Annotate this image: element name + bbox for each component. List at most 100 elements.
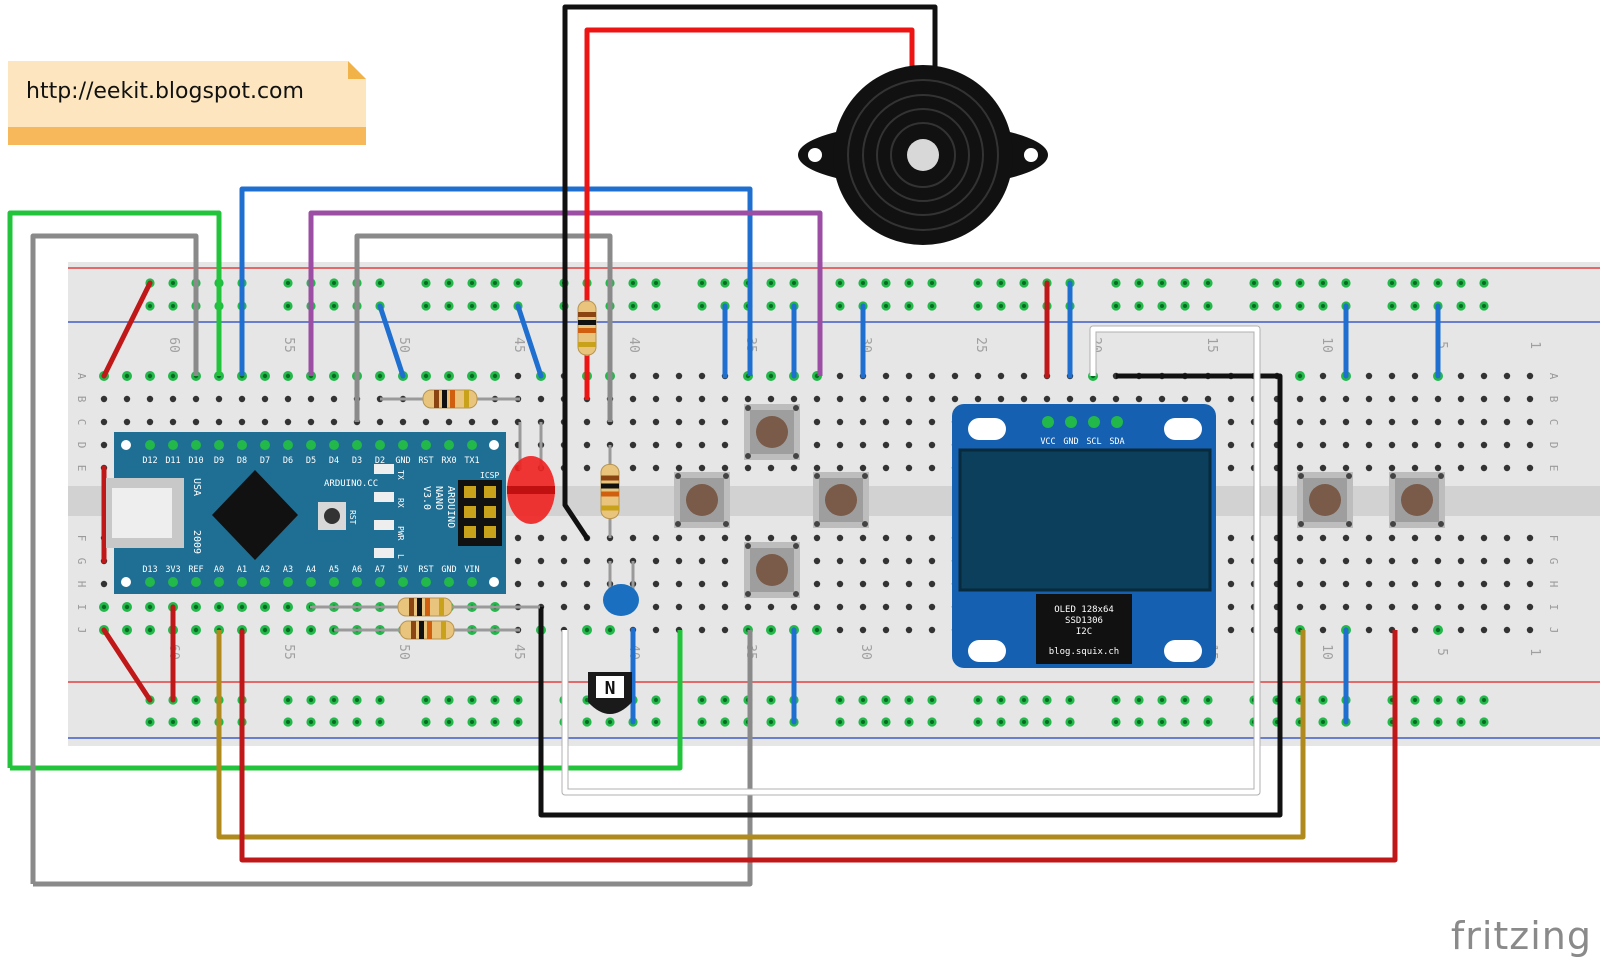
nano-top-pin-label: D3 [352, 456, 362, 466]
push-button-down [744, 542, 800, 598]
note-url[interactable]: http://eekit.blogspot.com [26, 79, 304, 104]
wire [538, 373, 1283, 818]
nano-top-pin-label: D2 [375, 456, 385, 466]
nano-top-pin-label: D4 [329, 456, 339, 466]
oled-site-label: blog.squix.ch [1049, 647, 1119, 657]
nano-top-pin-label: D6 [283, 456, 293, 466]
wire [562, 326, 1260, 795]
row-letter-right: J [1547, 627, 1560, 634]
nano-bottom-pin-label: A2 [260, 565, 270, 575]
wire [584, 27, 915, 400]
row-letter-left: A [75, 373, 88, 380]
column-number-top: 25 [973, 337, 988, 353]
wires [7, 4, 1398, 887]
push-button-6 [1389, 472, 1445, 528]
column-number-top: 10 [1319, 337, 1334, 353]
npn-transistor: N [588, 672, 632, 714]
wire [562, 4, 938, 505]
resistor-4 [600, 445, 620, 538]
nano-led-label: RX [396, 498, 405, 508]
row-letter-left: I [75, 604, 88, 611]
row-letter-left: H [75, 581, 88, 588]
row-letter-right: F [1547, 535, 1560, 542]
red-led [507, 422, 555, 524]
wire [10, 630, 683, 771]
wire [354, 233, 613, 422]
row-letter-right: A [1547, 373, 1560, 380]
resistor-1 [380, 389, 520, 409]
nano-usa-label: USA [191, 478, 202, 496]
push-button-5 [1297, 472, 1353, 528]
row-letter-right: D [1547, 442, 1560, 449]
microcontroller-chip [212, 470, 298, 560]
row-letter-left: D [75, 442, 88, 449]
nano-top-pin-label: D7 [260, 456, 270, 466]
nano-top-pin-label: GND [395, 456, 410, 466]
row-letter-left: J [75, 627, 88, 634]
nano-top-pin-label: D9 [214, 456, 224, 466]
row-letter-left: G [75, 558, 88, 565]
column-number-top: 1 [1527, 341, 1542, 349]
wire [216, 630, 1306, 840]
nano-site-label: ARDUINO.CC [324, 479, 378, 489]
resistor-2 [310, 597, 540, 617]
column-number-bottom: 50 [396, 644, 411, 660]
column-number-top: 15 [1204, 337, 1219, 353]
nano-top-pin-label: TX1 [464, 456, 479, 466]
column-number-top: 55 [281, 337, 296, 353]
nano-bottom-pin-label: RST [418, 565, 433, 575]
row-letter-right: I [1547, 604, 1560, 611]
row-letter-right: B [1547, 396, 1560, 403]
row-letter-right: G [1547, 558, 1560, 565]
nano-top-pin-label: D5 [306, 456, 316, 466]
piezo-buzzer [798, 65, 1048, 245]
column-number-top: 60 [166, 337, 181, 353]
nano-top-pin-label: D8 [237, 456, 247, 466]
oled-pin-label: VCC [1040, 437, 1055, 447]
push-button-right [813, 472, 869, 528]
nano-bottom-pin-label: A5 [329, 565, 339, 575]
column-number-top: 50 [396, 337, 411, 353]
nano-top-pin-label: D10 [188, 456, 203, 466]
row-letter-left: B [75, 396, 88, 403]
nano-rst-label: RST [348, 510, 357, 525]
transistor-label: N [605, 678, 616, 699]
row-letter-left: E [75, 465, 88, 472]
oled-info-line: SSD1306 [1065, 616, 1103, 626]
nano-bottom-pin-label: A4 [306, 565, 316, 575]
nano-bottom-pin-label: D13 [142, 565, 157, 575]
nano-year-label: 2009 [191, 530, 202, 554]
row-letter-left: F [75, 535, 88, 542]
column-number-bottom: 45 [511, 644, 526, 660]
column-number-top: 5 [1434, 341, 1449, 349]
wire [239, 186, 753, 376]
oled-pin-label: GND [1063, 437, 1078, 447]
nano-bottom-pin-label: VIN [464, 565, 479, 575]
nano-icsp-label: ICSP [480, 471, 499, 480]
column-number-bottom: 10 [1319, 644, 1334, 660]
board-jumpers [101, 280, 1441, 725]
nano-bottom-pin-label: A3 [283, 565, 293, 575]
nano-bottom-pin-label: A1 [237, 565, 247, 575]
column-number-top: 40 [626, 337, 641, 353]
nano-bottom-pin-label: A0 [214, 565, 224, 575]
nano-top-pin-label: RX0 [441, 456, 456, 466]
wire [7, 210, 222, 768]
wire [239, 630, 1398, 863]
fritzing-logo: fritzing [1450, 914, 1592, 958]
nano-label: V3.0 [421, 486, 432, 510]
url-note: http://eekit.blogspot.com [8, 61, 366, 145]
nano-bottom-pin-label: 5V [398, 565, 408, 575]
oled-screen [958, 448, 1212, 592]
resistor-3 [334, 620, 520, 640]
push-button-left [674, 472, 730, 528]
nano-led-label: TX [396, 470, 405, 480]
row-letter-right: E [1547, 465, 1560, 472]
nano-label: ARDUINO [445, 486, 456, 528]
nano-top-pin-label: RST [418, 456, 433, 466]
nano-bottom-pin-label: GND [441, 565, 456, 575]
nano-led-label: L [396, 554, 405, 559]
column-number-bottom: 55 [281, 644, 296, 660]
